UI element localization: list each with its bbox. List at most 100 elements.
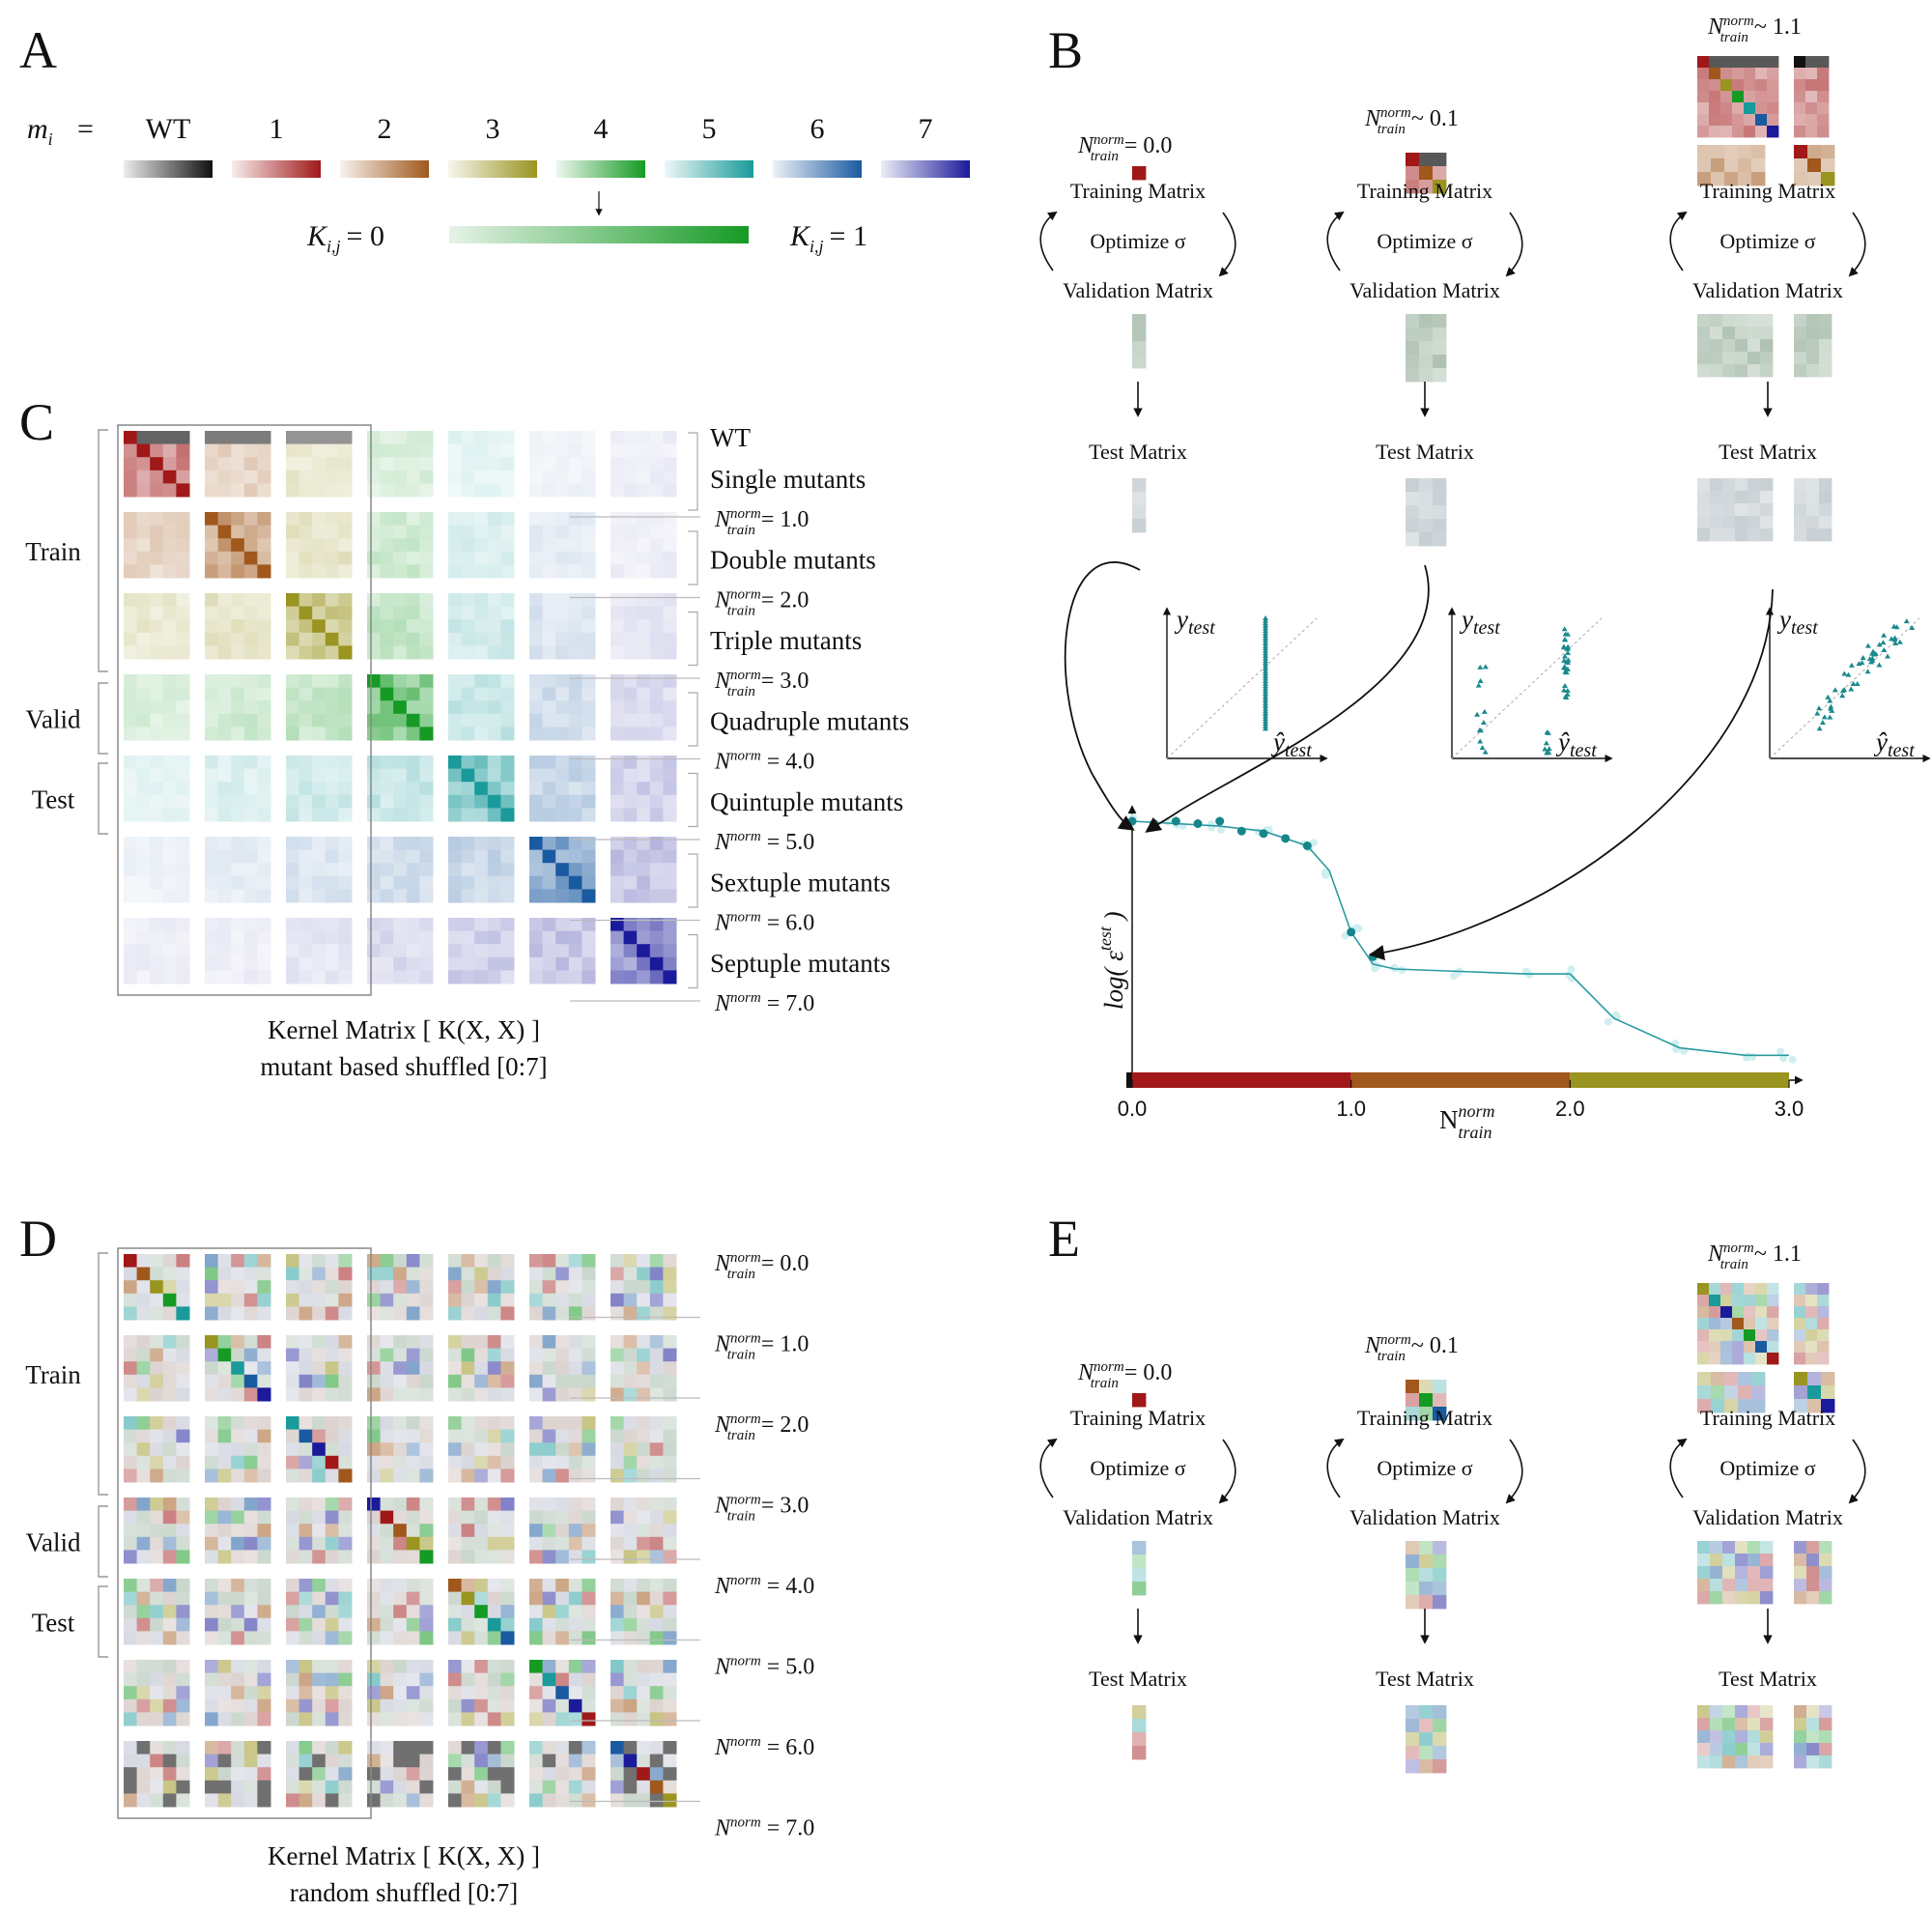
validation-label-pipelineE-0: Validation Matrix: [1063, 1505, 1213, 1529]
panel-label-d: D: [19, 1210, 57, 1268]
group-label-1: Valid: [26, 705, 81, 734]
group-label-0: Train: [25, 537, 81, 566]
matrix-block-0-5: [529, 431, 596, 498]
matrix-block-4-6: [611, 756, 677, 822]
matrix-block-0-0: [124, 1254, 190, 1321]
matrix-block-6-4: [448, 1741, 515, 1808]
matrix-block-2-5: [529, 1416, 596, 1483]
matrix-block-2-4: [448, 593, 515, 660]
optimize-label-pipelineB-2: Optimize σ: [1719, 229, 1815, 253]
matrix-block-4-4: [448, 756, 515, 822]
validation-label-pipelineB-1: Validation Matrix: [1350, 278, 1500, 302]
matrix-block-4-0: [124, 1579, 190, 1645]
data-point-6: [1259, 829, 1268, 839]
matrix-block-4-5: [529, 756, 596, 822]
panel-label-a: A: [19, 21, 57, 79]
bracket-1: [98, 682, 108, 755]
x-tick-1: 1.0: [1336, 1097, 1366, 1121]
band-0: [1126, 1072, 1136, 1088]
colorbar-2: [340, 160, 429, 178]
matrix-block-3-2: [286, 674, 353, 741]
kernel-matrix-grid-c: [124, 431, 677, 984]
row-label-4: Quadruple mutants: [710, 707, 909, 736]
matrix-block-3-5: [529, 1497, 596, 1564]
training-thumb-pipelineE-2: [1697, 1283, 1835, 1413]
matrix-block-5-0: [124, 837, 190, 903]
caption-d-1: Kernel Matrix [ K(X, X) ]: [268, 1841, 540, 1870]
train-block-outline-d: [117, 1247, 372, 1819]
optimize-label-pipelineB-0: Optimize σ: [1090, 229, 1185, 253]
matrix-block-3-5: [529, 674, 596, 741]
colorbar-4: [556, 160, 645, 178]
row-label-7: Septuple mutants: [710, 949, 891, 978]
matrix-block-6-2: [286, 1741, 353, 1808]
matrix-block-4-5: [529, 1579, 596, 1645]
x-tick-2: 2.0: [1555, 1097, 1585, 1121]
validation-label-pipelineE-1: Validation Matrix: [1350, 1505, 1500, 1529]
matrix-block-4-3: [367, 756, 434, 822]
n-label-c-6: Nnorm= 7.0: [714, 990, 814, 1016]
caption-c-2: mutant based shuffled [0:7]: [260, 1052, 547, 1081]
training-thumb-pipelineB-2: [1697, 56, 1835, 186]
matrix-block-0-0: [124, 431, 190, 498]
category-label-3: 3: [486, 113, 500, 145]
mi-label: mi: [27, 113, 53, 149]
matrix-block-1-3: [367, 1335, 434, 1402]
matrix-block-1-4: [448, 1335, 515, 1402]
matrix-block-4-1: [205, 756, 271, 822]
n-label-d-4: Nnorm= 4.0: [714, 1573, 814, 1599]
data-point-0: [1127, 816, 1137, 826]
matrix-block-0-6: [611, 1254, 677, 1321]
matrix-block-3-6: [611, 674, 677, 741]
matrix-block-3-4: [448, 1497, 515, 1564]
test-label-pipelineE-0: Test Matrix: [1089, 1667, 1187, 1691]
group-label-0: Train: [25, 1360, 81, 1389]
matrix-block-3-0: [124, 1497, 190, 1564]
n-label-d-5: Nnorm= 5.0: [714, 1654, 814, 1680]
matrix-block-5-6: [611, 1660, 677, 1726]
matrix-block-0-5: [529, 1254, 596, 1321]
matrix-block-2-1: [205, 1416, 271, 1483]
group-label-1: Valid: [26, 1528, 81, 1557]
matrix-block-1-0: [124, 512, 190, 579]
matrix-block-0-2: [286, 431, 353, 498]
category-label-4: 4: [594, 113, 609, 145]
matrix-block-3-0: [124, 674, 190, 741]
matrix-block-0-4: [448, 431, 515, 498]
matrix-block-1-0: [124, 1335, 190, 1402]
group-label-2: Test: [32, 785, 75, 814]
matrix-block-3-4: [448, 674, 515, 741]
colorbar-3: [448, 160, 537, 178]
data-point-8: [1302, 841, 1312, 850]
arrow-plot2-to-chart: [1145, 564, 1430, 833]
row-label-5: Quintuple mutants: [710, 787, 903, 816]
optimize-label-pipelineB-1: Optimize σ: [1377, 229, 1472, 253]
kernel-left-label: Ki,j= 0: [306, 220, 384, 256]
matrix-block-3-6: [611, 1497, 677, 1564]
scatter-ylabel-0: ytest: [1174, 605, 1215, 639]
matrix-block-0-6: [611, 431, 677, 498]
n-label-d-6: Nnorm= 6.0: [714, 1734, 814, 1760]
data-point-7: [1281, 834, 1291, 843]
matrix-block-6-2: [286, 918, 353, 984]
x-tick-3: 3.0: [1775, 1097, 1804, 1121]
train-block-outline-c: [117, 424, 372, 996]
training-thumb-pipelineE-0: [1132, 1393, 1147, 1408]
matrix-block-2-1: [205, 593, 271, 660]
test-label-pipelineB-0: Test Matrix: [1089, 440, 1187, 464]
chart-data-points: [1127, 816, 1378, 961]
validation-label-pipelineB-0: Validation Matrix: [1063, 278, 1213, 302]
data-point-2: [1171, 816, 1180, 826]
chart-faint-points: [1125, 813, 1797, 1064]
